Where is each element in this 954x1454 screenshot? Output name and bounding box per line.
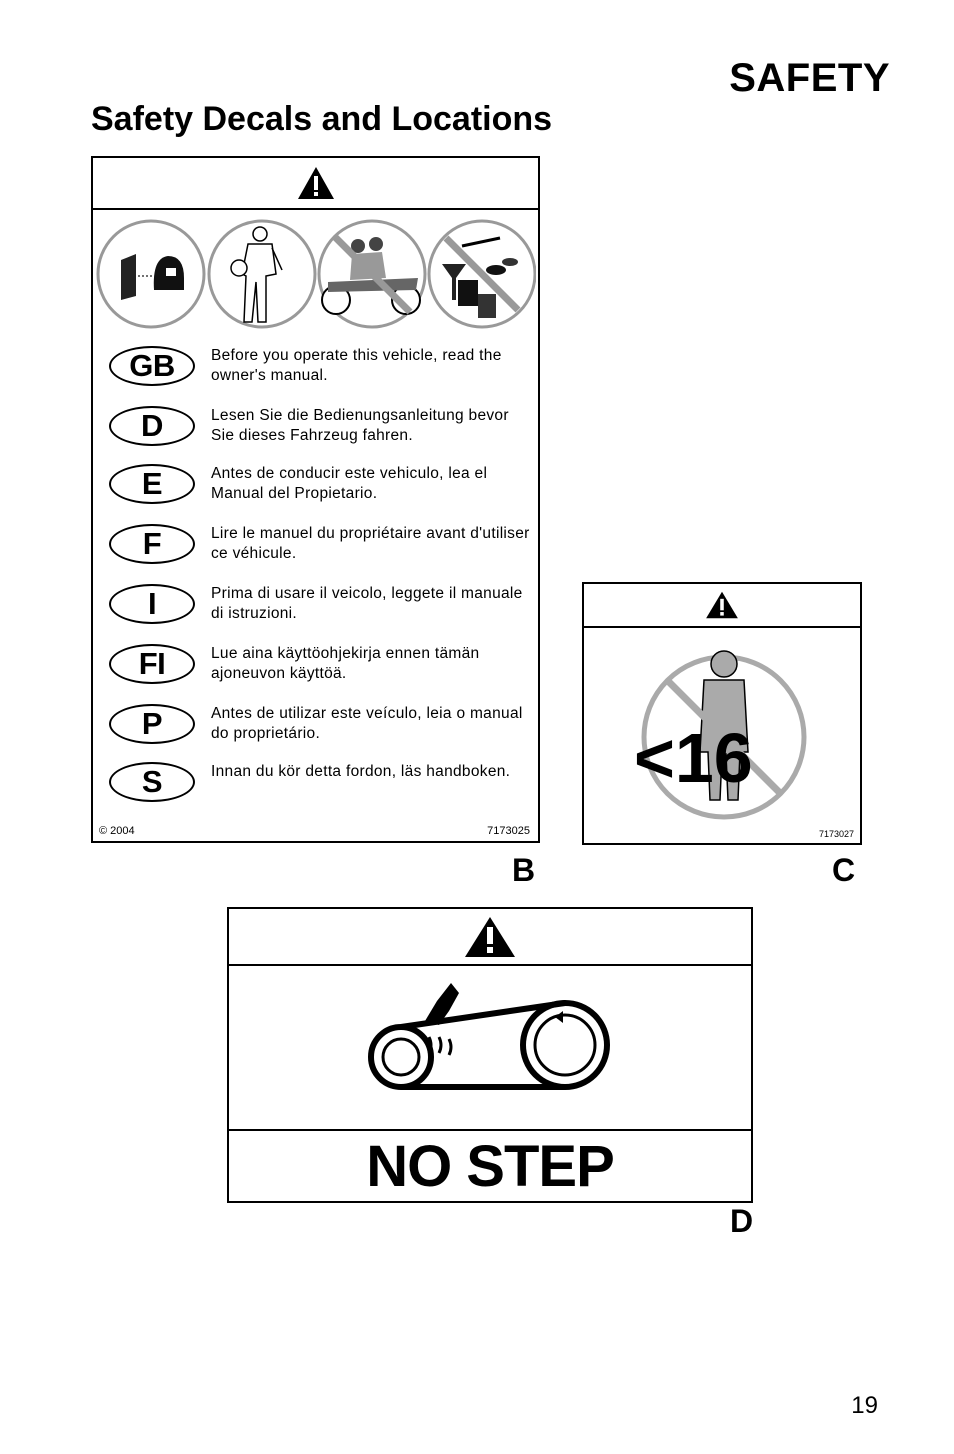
decal-d-no-step: NO STEP (227, 907, 753, 1203)
decal-d-letter: D (730, 1203, 754, 1239)
no-step-label: NO STEP (229, 1129, 751, 1201)
decal-c-header (584, 584, 860, 628)
language-row: E Antes de conducir este vehiculo, lea el… (109, 462, 529, 508)
read-manual-and-helmet-icon (96, 219, 206, 329)
language-instruction-text: Prima di usare il veicolo, leggete il ma… (211, 585, 523, 622)
language-row: S Innan du kör detta fordon, läs handboke… (109, 760, 529, 806)
protective-gear-rider-icon (207, 219, 317, 329)
belt-drive-hand-hazard-icon (368, 983, 610, 1090)
part-number-c: 7173027 (818, 829, 854, 839)
language-instruction-text: Before you operate this vehicle, read th… (211, 347, 502, 384)
language-instruction-text: Antes de conducir este vehiculo, lea el … (211, 465, 488, 502)
language-code-badge: GB (109, 346, 195, 386)
language-code-badge: FI (109, 644, 195, 684)
section-label: SAFETY (729, 56, 890, 100)
language-row: GB Before you operate this vehicle, read … (109, 344, 529, 390)
decal-b-header (93, 158, 538, 210)
decal-c-letter: C (832, 852, 856, 888)
language-row: I Prima di usare il veicolo, leggete il m… (109, 582, 529, 628)
no-under-16-pictogram: <16 (634, 650, 807, 820)
decal-c-age-restriction: <16 7173027 (582, 582, 862, 845)
language-code-badge: D (109, 406, 195, 446)
language-code-badge: F (109, 524, 195, 564)
pictogram-strip (96, 219, 536, 329)
language-row: F Lire le manuel du propriétaire avant d'… (109, 522, 529, 568)
part-number-b: 7173025 (487, 825, 530, 837)
language-row: P Antes de utilizar este veículo, leia o … (109, 702, 529, 748)
language-row: D Lesen Sie die Bedienungsanleitung bevor… (109, 404, 529, 450)
no-passenger-icon (317, 219, 427, 329)
language-code-badge: E (109, 464, 195, 504)
language-code-badge: S (109, 762, 195, 802)
warning-triangle-icon (465, 916, 515, 957)
decal-b-letter: B (512, 852, 536, 888)
language-instruction-text: Lue aina käyttöohjekirja ennen tämän ajo… (211, 645, 480, 682)
page-number: 19 (851, 1392, 878, 1419)
language-code-badge: P (109, 704, 195, 744)
page-title: Safety Decals and Locations (91, 100, 553, 138)
language-row: FI Lue aina käyttöohjekirja ennen tämän a… (109, 642, 529, 688)
language-instruction-text: Antes de utilizar este veículo, leia o m… (211, 705, 523, 742)
no-drugs-alcohol-icon (427, 219, 536, 329)
language-code-badge: I (109, 584, 195, 624)
warning-triangle-icon (297, 167, 334, 199)
age-limit-text: <16 (634, 719, 753, 797)
copyright: © 2004 (99, 825, 135, 837)
language-instruction-text: Innan du kör detta fordon, läs handboken… (211, 763, 511, 780)
warning-triangle-icon (706, 591, 738, 619)
language-instruction-text: Lesen Sie die Bedienungsanleitung bevor … (211, 407, 509, 444)
language-instruction-text: Lire le manuel du propriétaire avant d'u… (211, 525, 530, 562)
decal-d-header (229, 909, 751, 966)
